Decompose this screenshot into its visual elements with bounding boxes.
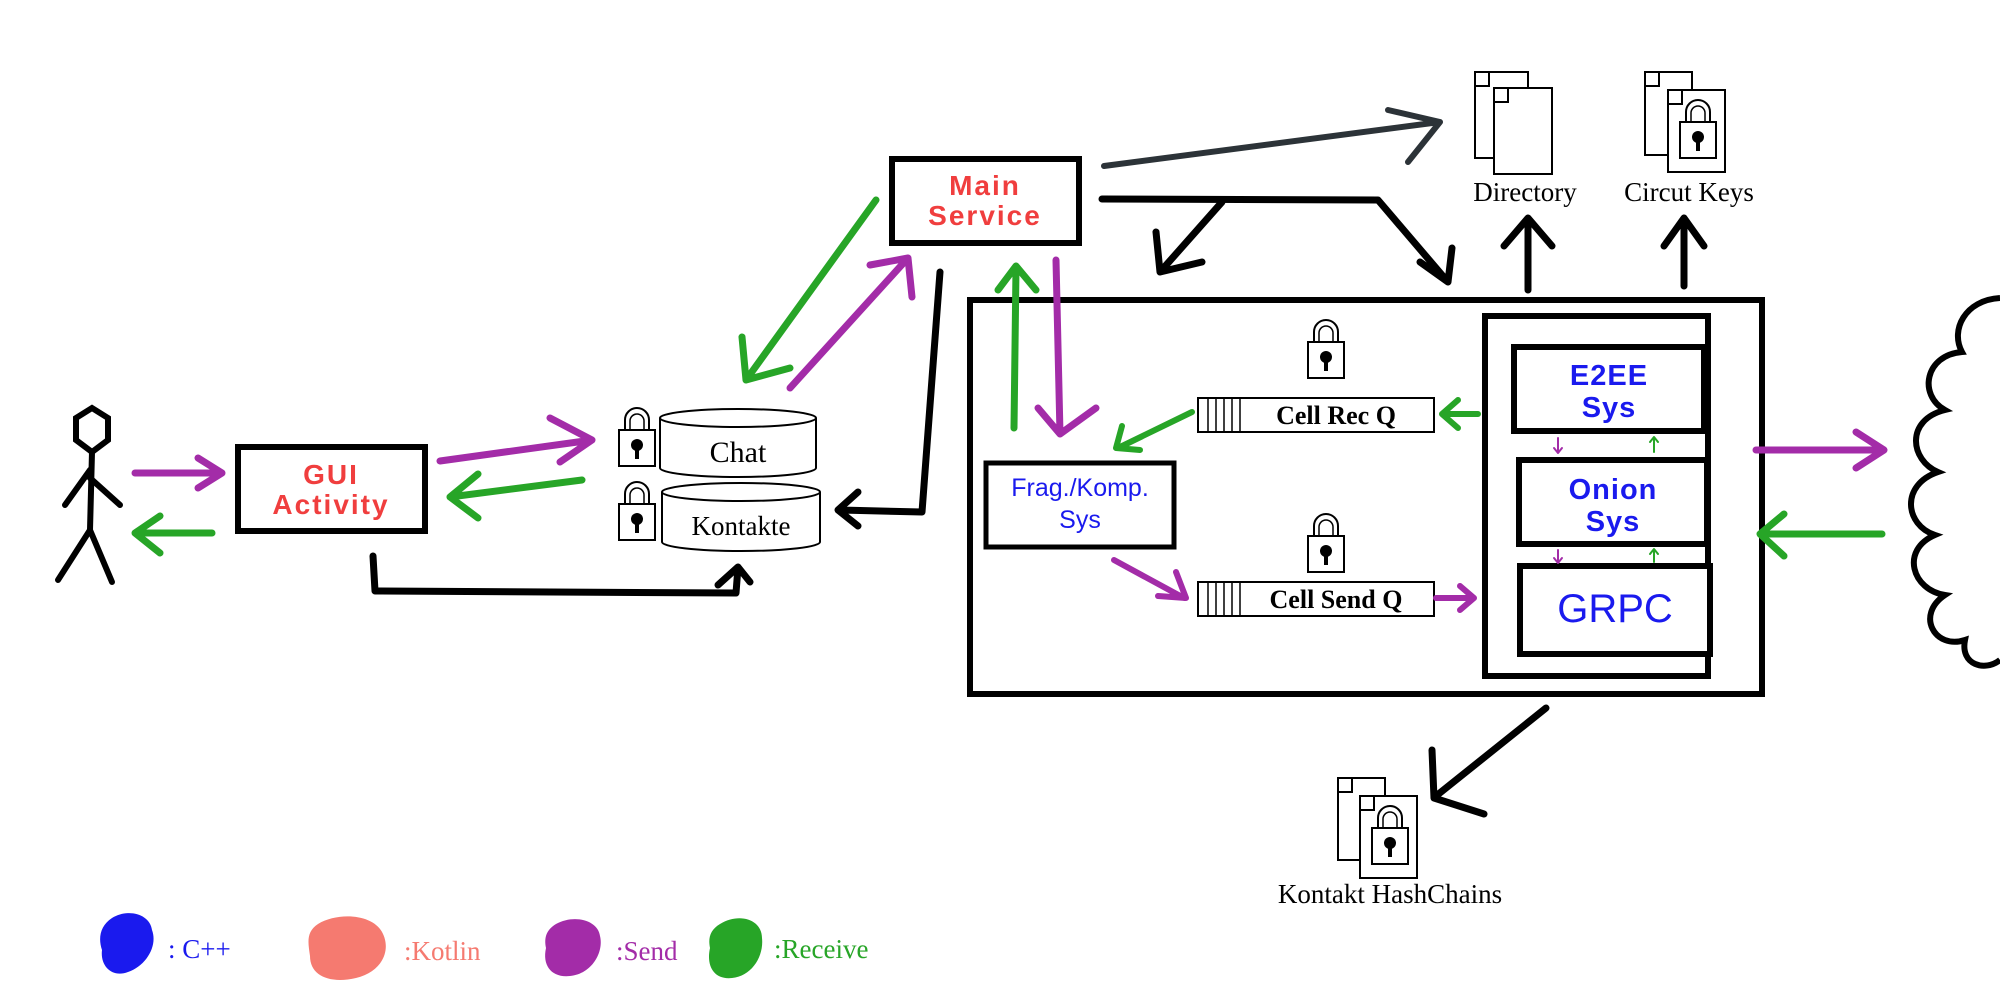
legend-send-label: :Send: [616, 936, 678, 966]
flow-arrow: [1152, 198, 1226, 276]
receive-arrow: [1649, 548, 1659, 563]
receive-arrow: [1756, 510, 1886, 560]
send-swatch: [545, 919, 601, 977]
grpc-box: [1517, 563, 1713, 657]
legend-kotlin-label: :Kotlin: [404, 936, 481, 966]
flow-arrow: [369, 552, 754, 597]
gui-activity-label-line2: Activity: [272, 489, 389, 520]
receive-arrow: [1113, 409, 1195, 453]
send-arrow: [1553, 549, 1563, 564]
grpc-label: GRPC: [1557, 587, 1673, 631]
onion-label-line2: Sys: [1586, 506, 1641, 538]
receive-swatch: [708, 918, 763, 979]
chat-database: Chat: [659, 408, 817, 478]
cell-send-queue: Cell Send Q: [1197, 581, 1435, 617]
receive-arrow: [1439, 397, 1481, 431]
cell-rec-q-label: Cell Rec Q: [1276, 401, 1396, 430]
e2ee-label-line2: Sys: [1582, 392, 1637, 424]
cell-send-q-label: Cell Send Q: [1270, 585, 1403, 614]
e2ee-box: [1511, 344, 1707, 434]
lock-icon: [618, 407, 656, 467]
send-arrow: [436, 414, 596, 466]
lock-icon: [618, 481, 656, 541]
kontakt-hashchains-label: Kontakt HashChains: [1278, 879, 1502, 909]
network-cloud-icon: [1908, 295, 2000, 669]
gui-activity-label-line1: GUI: [303, 459, 359, 490]
flow-arrow: [1428, 704, 1550, 818]
flow-arrow: [1660, 214, 1708, 290]
send-arrow: [1553, 437, 1563, 454]
frag-komp-label-line2: Sys: [1059, 506, 1101, 534]
send-arrow: [1111, 557, 1189, 601]
kontakte-label: Kontakte: [692, 511, 791, 541]
frag-komp-box: [983, 460, 1177, 550]
e2ee-label-line1: E2EE: [1570, 360, 1648, 392]
receive-arrow: [994, 262, 1040, 432]
legend: : C++ :Kotlin :Send :Receive: [100, 913, 868, 980]
receive-arrow: [446, 470, 586, 522]
lock-icon: [1307, 319, 1345, 379]
send-arrow: [1752, 428, 1888, 472]
send-arrow: [786, 254, 916, 392]
onion-box: [1516, 457, 1710, 547]
user-icon: [55, 404, 123, 585]
lock-icon: [1307, 513, 1345, 573]
cpp-swatch: [100, 913, 154, 974]
directory-label: Directory: [1473, 177, 1577, 207]
kotlin-swatch: [308, 916, 386, 980]
main-service-label-line1: Main: [949, 170, 1021, 201]
cell-rec-queue: Cell Rec Q: [1197, 397, 1435, 433]
flow-arrow: [1500, 214, 1556, 294]
send-arrow: [1034, 256, 1100, 438]
directory-files-icon: [1474, 71, 1553, 175]
circuit-keys-label: Circut Keys: [1624, 177, 1754, 207]
main-service-box: [889, 156, 1082, 246]
send-arrow: [1433, 583, 1477, 613]
chat-label: Chat: [710, 436, 767, 469]
send-arrow: [131, 454, 226, 492]
lock-icon: [1371, 805, 1409, 865]
receive-arrow: [738, 196, 880, 384]
onion-label-line1: Onion: [1569, 474, 1658, 506]
flow-arrow: [834, 268, 944, 530]
flow-arrow: [1101, 107, 1443, 169]
flow-arrow: [1098, 195, 1456, 286]
kontakte-database: Kontakte: [661, 482, 821, 552]
receive-arrow: [1649, 436, 1659, 453]
lock-icon: [1679, 99, 1717, 159]
native-core-container: [967, 297, 1765, 697]
frag-komp-label-line1: Frag./Komp.: [1011, 474, 1149, 502]
legend-receive-label: :Receive: [774, 934, 868, 964]
legend-cpp-label: : C++: [168, 934, 231, 964]
main-service-label-line2: Service: [928, 200, 1042, 231]
receive-arrow: [131, 512, 216, 557]
gui-activity-box: [235, 444, 428, 534]
